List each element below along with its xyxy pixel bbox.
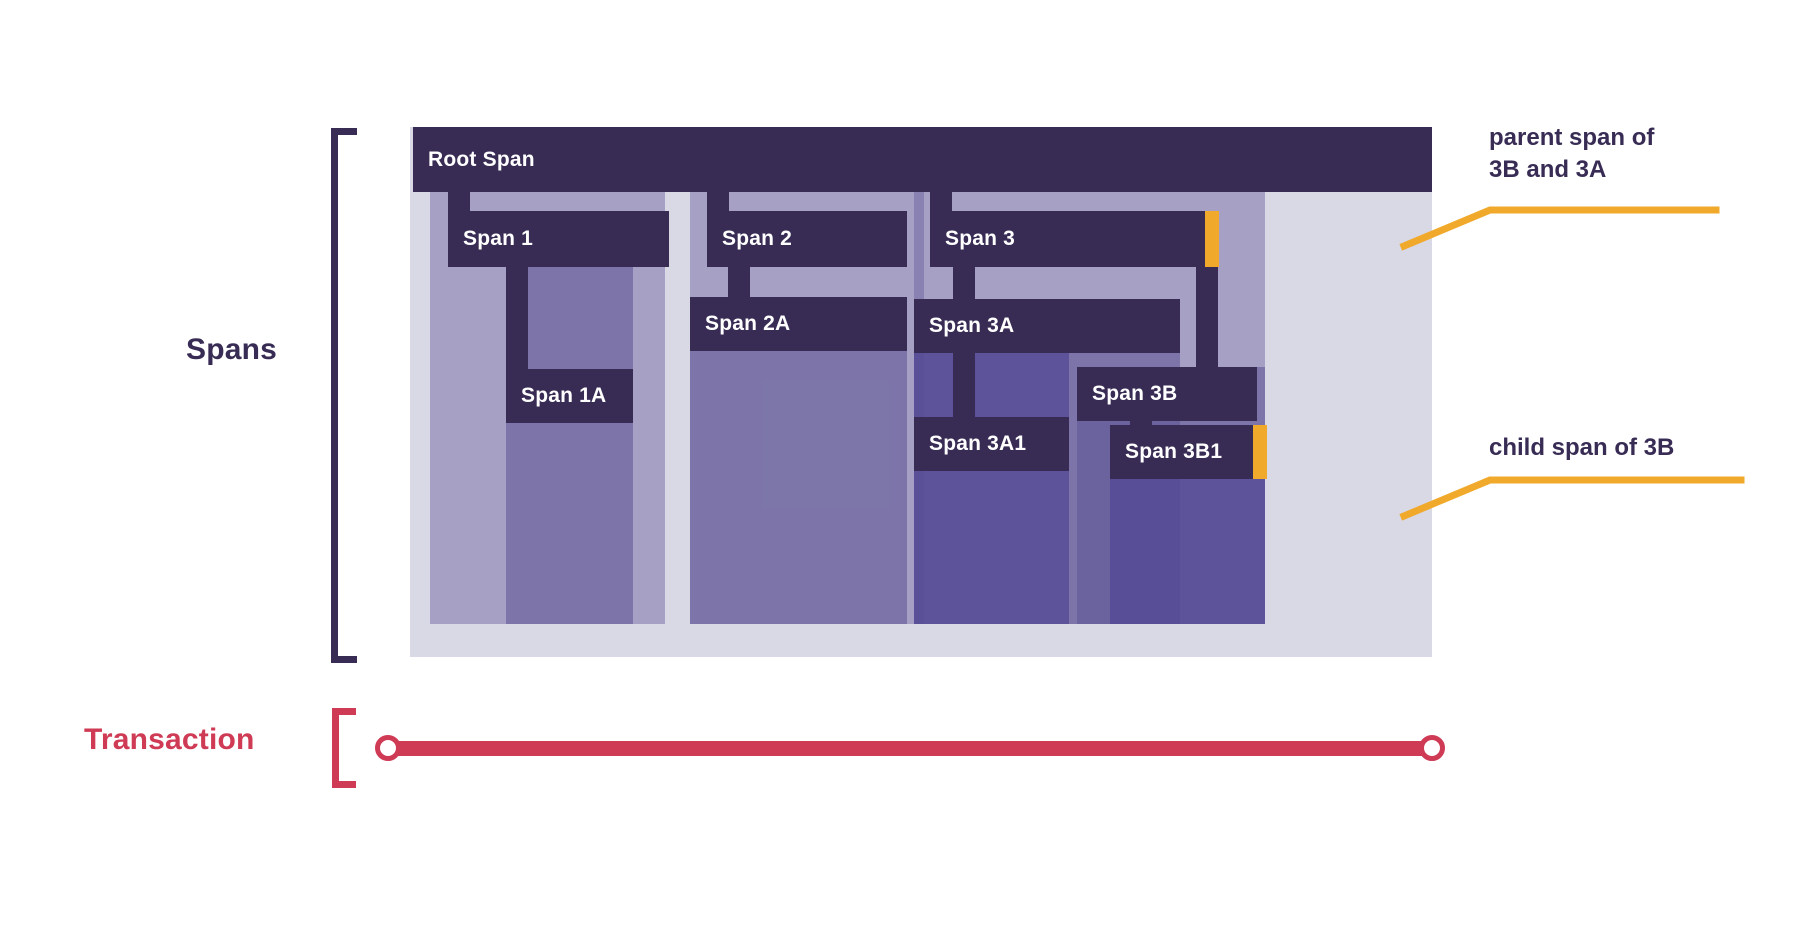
parent-callout-text: parent span of 3B and 3A [1489, 124, 1655, 183]
span-2-header[interactable]: Span 2 [707, 211, 907, 267]
span-root-span[interactable]: Root Span [413, 127, 1432, 192]
child-callout-text: child span of 3B [1489, 434, 1675, 461]
parent-span-marker-icon [1205, 211, 1219, 267]
span-1a-header[interactable]: Span 1A [506, 369, 633, 423]
span-waterfall: Root Span Span 1 Span 1A Span 2 Span 2A … [410, 127, 1432, 657]
span-3a1-body [914, 353, 1069, 624]
transaction-bracket [332, 708, 356, 788]
span-3-header[interactable]: Span 3 [930, 211, 1217, 267]
spans-bracket [331, 128, 357, 663]
transaction-start-handle[interactable] [375, 735, 401, 761]
span-3b-connector-vertical [1196, 267, 1218, 385]
span-3b-header[interactable]: Span 3B [1077, 367, 1257, 421]
span-1a-connector-vertical [506, 267, 528, 397]
child-callout-leader-line [1399, 476, 1745, 521]
transaction-end-handle[interactable] [1419, 735, 1445, 761]
span-3b1-body [1110, 453, 1265, 624]
span-3a-header[interactable]: Span 3A [914, 299, 1180, 353]
transaction-group-label: Transaction [84, 723, 255, 756]
parent-callout-leader-line [1399, 206, 1720, 251]
span-2a-header[interactable]: Span 2A [690, 297, 907, 351]
span-2a-body [690, 297, 907, 624]
spans-group-label: Spans [186, 333, 278, 366]
span-1-header[interactable]: Span 1 [448, 211, 669, 267]
child-span-marker-icon [1253, 425, 1267, 479]
transaction-duration-bar[interactable] [388, 741, 1432, 756]
span-3b1-header[interactable]: Span 3B1 [1110, 425, 1265, 479]
span-3a1-header[interactable]: Span 3A1 [914, 417, 1069, 471]
